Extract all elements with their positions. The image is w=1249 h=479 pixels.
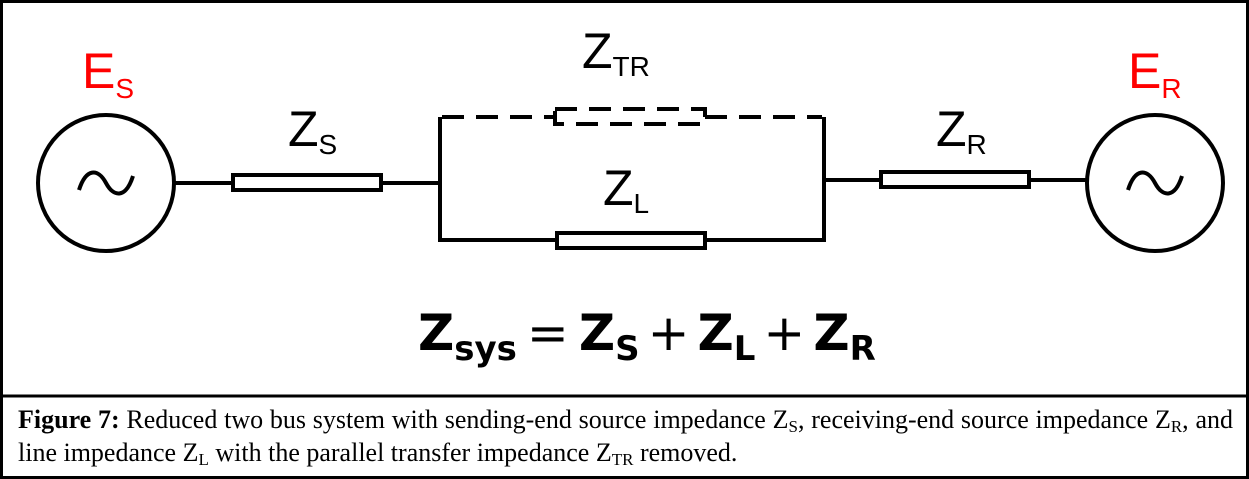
caption-sub-tr: TR — [611, 450, 634, 469]
caption-sub-l: L — [198, 450, 209, 469]
label-ztr: ZTR — [582, 23, 650, 82]
caption-text-5: removed. — [633, 438, 738, 467]
label-zs: ZS — [288, 101, 337, 160]
ac-wave-left-icon — [77, 170, 135, 196]
label-es: ES — [82, 43, 134, 104]
label-zr: ZR — [936, 101, 987, 160]
impedance-zr-resistor — [879, 170, 1031, 189]
impedance-zs-resistor — [231, 173, 383, 192]
figure-label: Figure 7: — [18, 405, 120, 434]
ac-wave-right-icon — [1126, 170, 1184, 196]
caption-text-3: , and line impedance Z — [18, 405, 1233, 467]
caption-text-4: with the parallel transfer impedance Z — [208, 438, 612, 467]
label-er: ER — [1128, 43, 1182, 104]
transfer-branch-dashed — [442, 107, 822, 126]
caption-sub-s: S — [788, 417, 798, 436]
caption-text-2: , receiving-end source impedance Z — [797, 405, 1171, 434]
system-impedance-equation: Zsys=ZS+ZL+ZR — [418, 304, 876, 369]
caption-text-1: Reduced two bus system with sending-end … — [119, 405, 789, 434]
figure-caption: Figure 7: Reduced two bus system with se… — [18, 403, 1233, 469]
impedance-zl-resistor — [555, 231, 707, 250]
caption-sub-r: R — [1170, 417, 1183, 436]
label-zl: ZL — [603, 160, 649, 219]
